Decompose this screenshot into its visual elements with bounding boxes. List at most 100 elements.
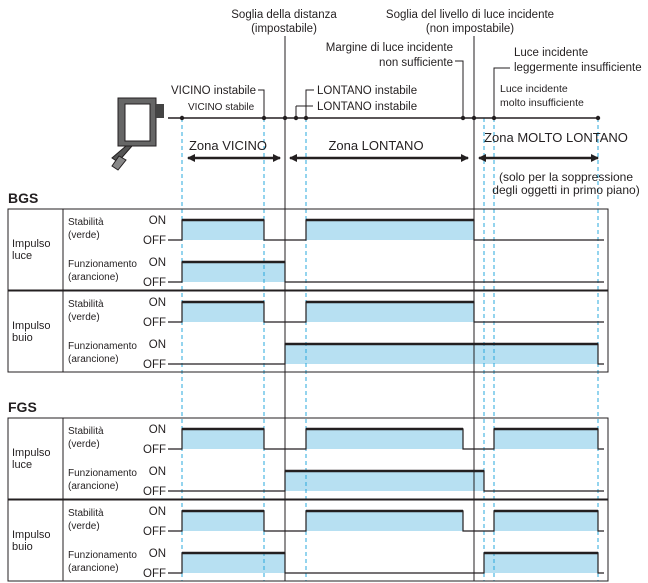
stability-row-sublabel: (verde) <box>68 521 100 532</box>
operation-row-sublabel: (arancione) <box>68 563 119 574</box>
bgs-dark-on-label-1: Impulso <box>12 320 51 332</box>
light-threshold-label-2: (non impostabile) <box>426 23 514 35</box>
on-state-fill <box>285 344 598 364</box>
margin-insufficient-label-1: Margine di luce incidente <box>326 42 453 54</box>
off-label: OFF <box>143 568 166 580</box>
operation-row-label: Funzionamento <box>68 468 137 479</box>
stability-signal-trace <box>168 219 604 241</box>
off-label: OFF <box>143 235 166 247</box>
section-title-fgs: FGS <box>8 399 37 415</box>
near-unstable-label: VICINO instabile <box>171 85 256 97</box>
bgs-dark-on-frame <box>7 290 609 373</box>
on-label: ON <box>149 215 166 227</box>
stability-row-label: Stabilità <box>68 217 104 228</box>
fgs-light-on-frame <box>7 417 609 500</box>
stability-row-sublabel: (verde) <box>68 439 100 450</box>
on-label: ON <box>149 506 166 518</box>
threshold-dot <box>282 115 288 121</box>
zone-near-label: Zona VICINO <box>189 138 267 153</box>
on-state-fill <box>306 511 463 531</box>
on-state-fill <box>182 429 264 449</box>
off-label: OFF <box>143 317 166 329</box>
stability-signal-trace <box>168 301 604 323</box>
on-state-fill <box>306 429 463 449</box>
stability-row-label: Stabilità <box>68 299 104 310</box>
threshold-dot <box>471 115 477 121</box>
threshold-dot <box>595 115 601 121</box>
operation-signal-trace <box>168 552 604 574</box>
off-label: OFF <box>143 486 166 498</box>
fgs-dark-on-label-1: Impulso <box>12 529 51 541</box>
distance-threshold-label-1: Soglia della distanza <box>231 9 337 21</box>
on-label: ON <box>149 339 166 351</box>
off-label: OFF <box>143 277 166 289</box>
on-state-fill <box>484 553 598 573</box>
off-label: OFF <box>143 359 166 371</box>
on-state-fill <box>182 262 285 282</box>
on-state-fill <box>494 511 598 531</box>
photoelectric-sensor-icon <box>111 97 164 171</box>
very-insufficient-label-2: molto insufficiente <box>500 97 584 109</box>
threshold-dot <box>261 115 267 121</box>
stability-row-label: Stabilità <box>68 426 104 437</box>
stability-row-label: Stabilità <box>68 508 104 519</box>
threshold-dot <box>491 115 497 121</box>
threshold-dot <box>303 115 309 121</box>
threshold-dot <box>293 115 299 121</box>
on-fill-layer <box>182 220 598 573</box>
margin-insufficient-label-2: non sufficiente <box>379 57 453 69</box>
zone-very-far-note-1: (solo per la soppressione <box>499 170 633 184</box>
mode-labels: Impulso luce Impulso buio Impulso luce I… <box>12 238 51 553</box>
fgs-light-on-label-2: luce <box>12 459 32 471</box>
on-state-fill <box>182 302 264 322</box>
off-label: OFF <box>143 444 166 456</box>
signal-traces <box>168 218 604 574</box>
on-state-fill <box>182 220 264 240</box>
slightly-insufficient-label-1: Luce incidente <box>514 47 588 59</box>
operation-row-label: Funzionamento <box>68 259 137 270</box>
zone-very-far-label: Zona MOLTO LONTANO <box>484 130 628 145</box>
on-state-fill <box>494 429 598 449</box>
operation-row-label: Funzionamento <box>68 550 137 561</box>
on-state-fill <box>182 511 264 531</box>
operation-row-sublabel: (arancione) <box>68 272 119 283</box>
zone-very-far-note-2: degli oggetti in primo piano) <box>492 183 639 197</box>
fgs-light-on-label-1: Impulso <box>12 447 51 459</box>
threshold-markers <box>179 115 601 121</box>
operation-row-sublabel: (arancione) <box>68 354 119 365</box>
on-state-fill <box>306 220 474 240</box>
light-threshold-label-1: Soglia del livello di luce incidente <box>386 9 554 21</box>
on-state-fill <box>285 471 484 491</box>
distance-threshold-label-2: (impostabile) <box>251 23 317 35</box>
bgs-dark-on-label-2: buio <box>12 332 33 344</box>
on-label: ON <box>149 424 166 436</box>
far-unstable-label-2: LONTANO instabile <box>317 101 417 113</box>
on-label: ON <box>149 548 166 560</box>
operation-row-sublabel: (arancione) <box>68 481 119 492</box>
stability-row-sublabel: (verde) <box>68 312 100 323</box>
near-stable-label: VICINO stabile <box>188 102 255 113</box>
off-label: OFF <box>143 526 166 538</box>
bgs-light-on-frame <box>7 208 609 291</box>
zone-labels: Zona VICINO Zona LONTANO Zona MOLTO LONT… <box>189 130 640 197</box>
fgs-dark-on-label-2: buio <box>12 541 33 553</box>
on-state-fill <box>306 302 474 322</box>
on-label: ON <box>149 257 166 269</box>
threshold-dot <box>179 115 185 121</box>
fgs-dark-on-frame <box>7 499 609 582</box>
zone-far-label: Zona LONTANO <box>328 138 423 153</box>
far-unstable-label-1: LONTANO instabile <box>317 85 417 97</box>
very-insufficient-label-1: Luce incidente <box>500 83 568 95</box>
bgs-light-on-label-1: Impulso <box>12 238 51 250</box>
threshold-dot <box>460 115 466 121</box>
operation-row-label: Funzionamento <box>68 341 137 352</box>
header-annotations: Soglia della distanza (impostabile) Sogl… <box>171 9 642 113</box>
row-labels: Stabilità (verde) ON OFF Funzionamento (aranc… <box>68 215 166 580</box>
on-label: ON <box>149 466 166 478</box>
group-frames <box>7 208 609 582</box>
on-label: ON <box>149 297 166 309</box>
on-state-fill <box>182 553 285 573</box>
stability-row-sublabel: (verde) <box>68 230 100 241</box>
section-title-bgs: BGS <box>8 190 38 206</box>
